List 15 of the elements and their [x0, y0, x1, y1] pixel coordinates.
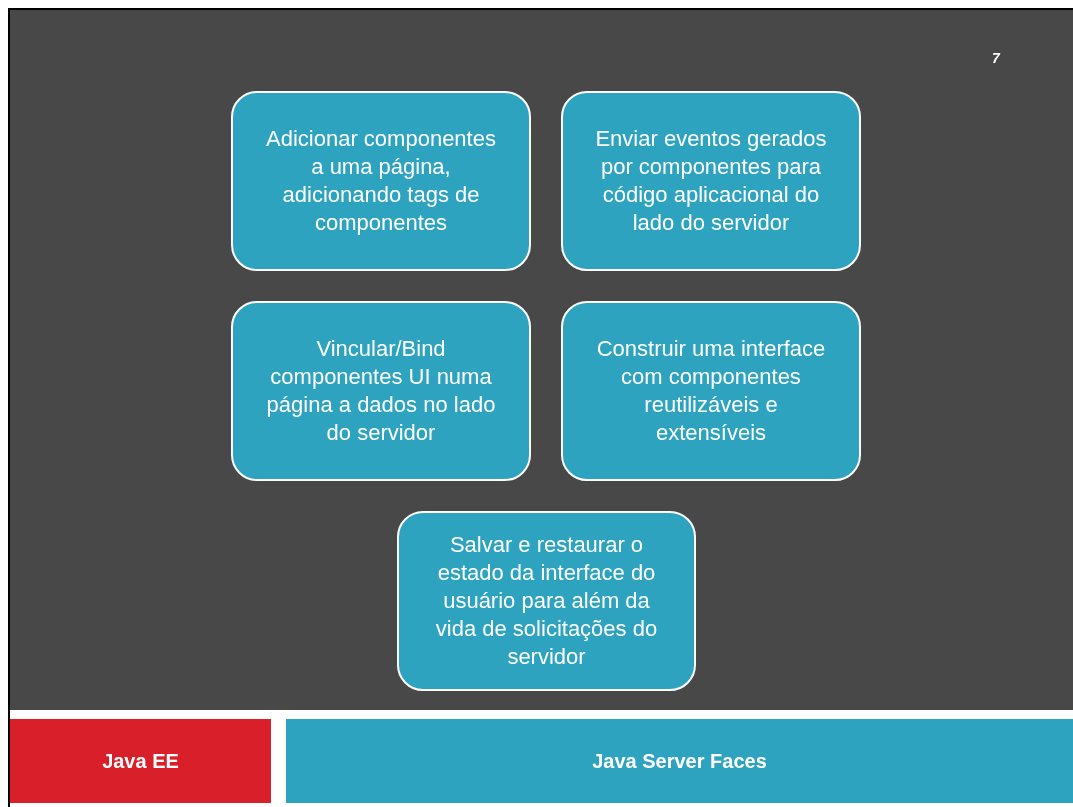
box-text: Enviar eventos gerados por componentes para código aplicacional do lado do servidor [594, 125, 828, 237]
title-bar [286, 719, 1073, 803]
box-text: Java Server Faces [592, 749, 767, 773]
rounded-box [231, 91, 531, 271]
rounded-box [561, 91, 861, 271]
box-text: Adicionar componentes a uma página, adicionando tags de componentes [265, 125, 497, 237]
rounded-box [397, 511, 696, 691]
rounded-box [231, 301, 531, 481]
box-text: Java EE [102, 749, 179, 773]
box-text: Construir uma interface com componentes reutilizáveis e extensíveis [595, 335, 827, 447]
rounded-box [561, 301, 861, 481]
title-bar [10, 719, 271, 803]
page-number: 7 [992, 50, 1000, 66]
box-text: Salvar e restaurar o estado da interface do usuário para além da vida de solicitações do servidor [434, 531, 659, 671]
box-text: Vincular/Bind componentes UI numa página a dados no lado do servidor [265, 335, 497, 447]
